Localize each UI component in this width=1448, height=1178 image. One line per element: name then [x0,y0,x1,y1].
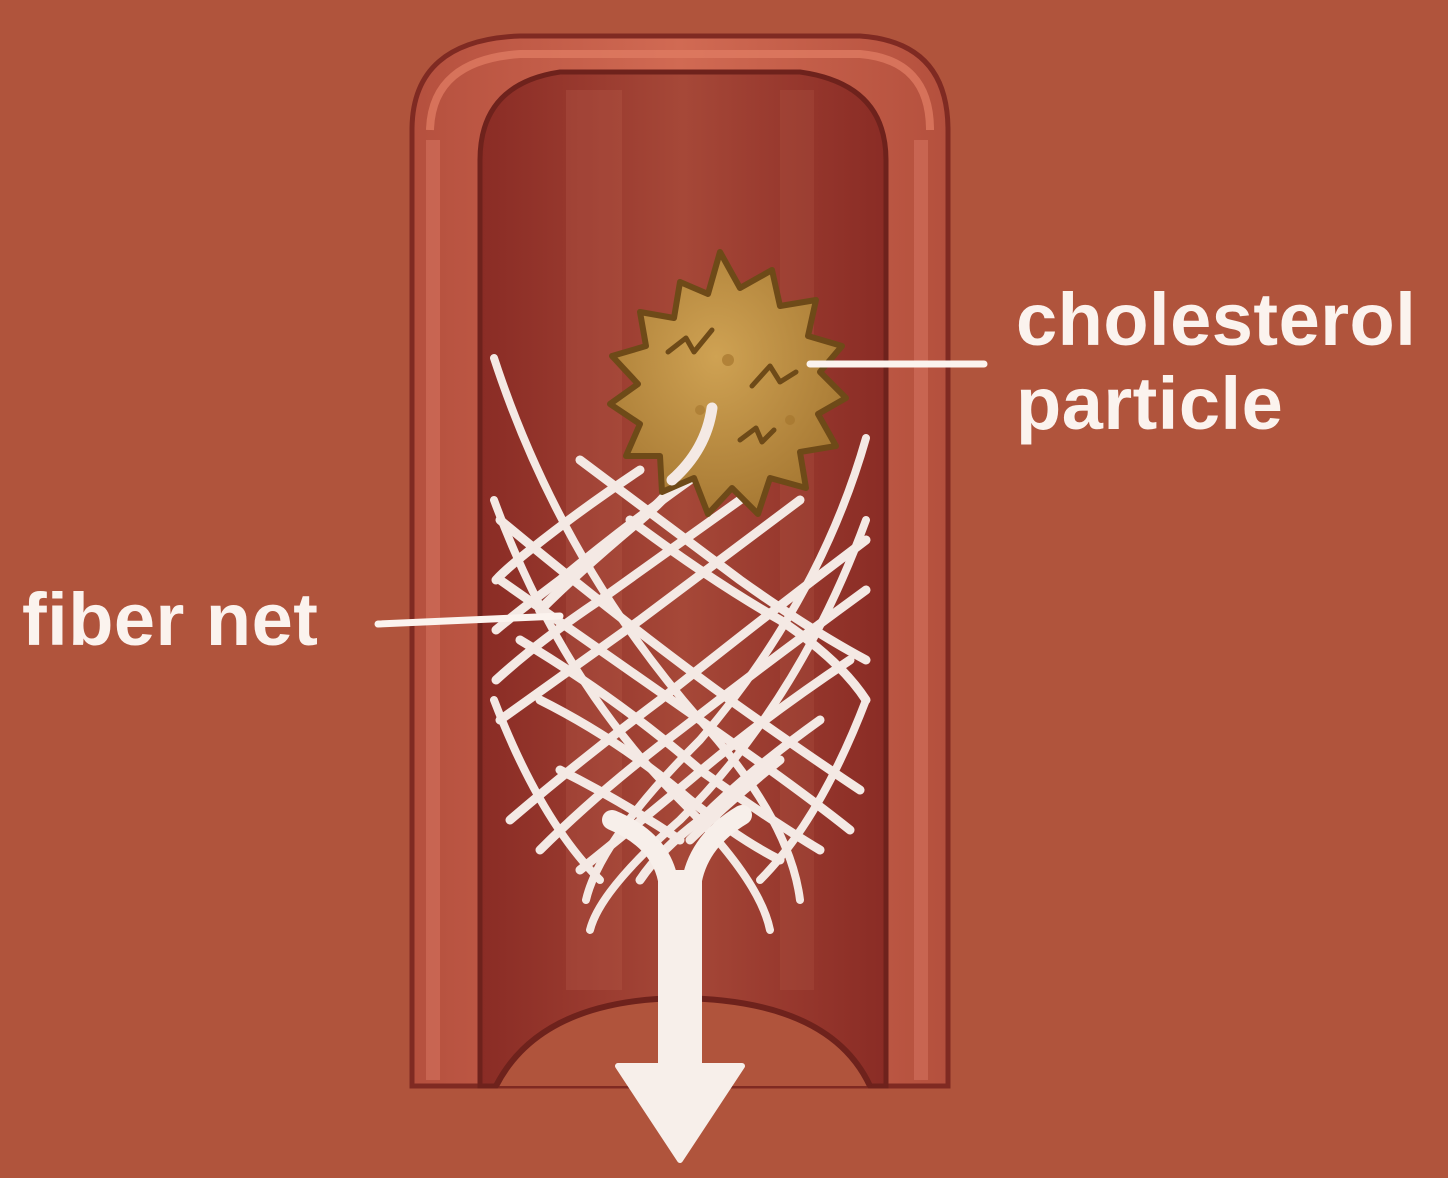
cholesterol-label-line1: cholesterol [1016,278,1416,362]
fiber-net-label: fiber net [22,578,318,662]
cholesterol-label-line2: particle [1016,362,1416,446]
cholesterol-particle-label: cholesterol particle [1016,278,1416,446]
